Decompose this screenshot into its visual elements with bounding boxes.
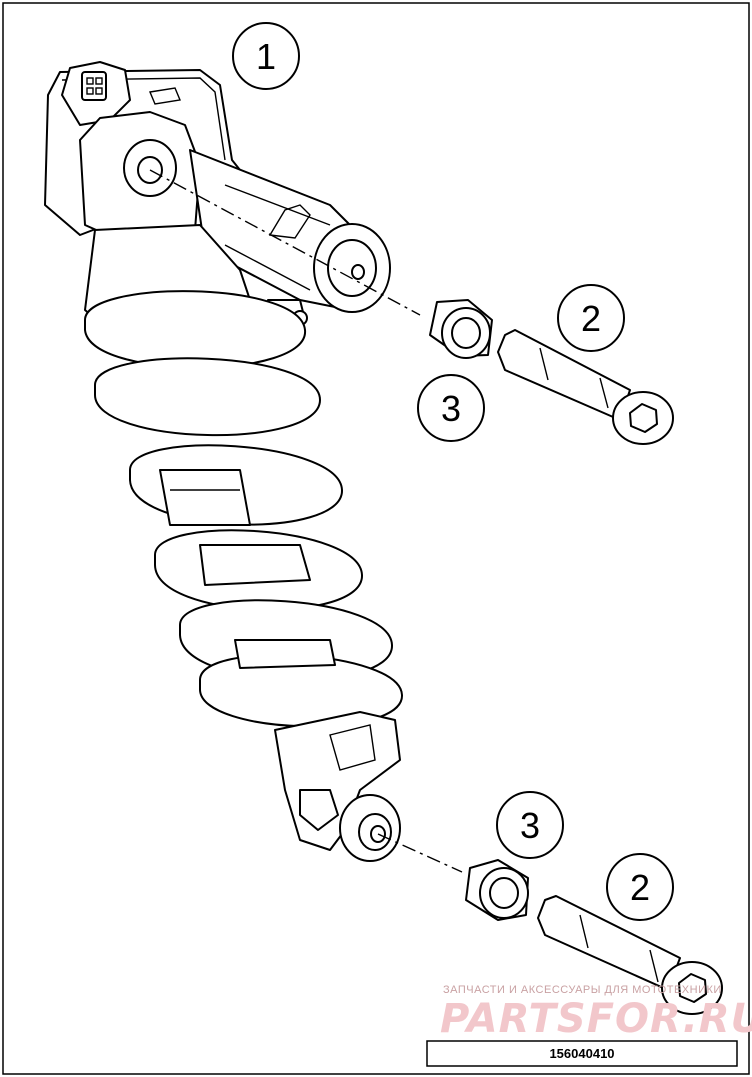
callout-3-upper: 3 [417,374,485,442]
callout-label: 2 [630,867,650,908]
shock-absorber [44,61,404,862]
lower-bushing [465,859,529,921]
callout-2-lower: 2 [606,853,674,921]
callout-2-upper: 2 [557,284,625,352]
electrical-connector [61,61,131,126]
callout-3-lower: 3 [496,791,564,859]
callout-1: 1 [232,22,300,90]
watermark-tagline: ЗАПЧАСТИ И АКСЕССУАРЫ ДЛЯ МОТОТЕХНИКИ [443,984,722,996]
upper-bushing [429,299,493,359]
watermark: ЗАПЧАСТИ И АКСЕССУАРЫ ДЛЯ МОТОТЕХНИКИ PA… [440,984,752,1042]
callout-label: 3 [441,388,461,429]
reference-number: 156040410 [549,1046,614,1061]
upper-axis-line [149,169,421,316]
reference-box: 156040410 [426,1040,738,1067]
callout-label: 3 [520,805,540,846]
watermark-logo: PARTSFOR.RU [440,996,752,1042]
lower-axis-line [377,833,463,873]
callout-label: 2 [581,298,601,339]
upper-bolt [497,329,674,445]
lower-bolt [537,895,723,1015]
callout-label: 1 [256,36,276,77]
coil-spring [84,290,404,728]
